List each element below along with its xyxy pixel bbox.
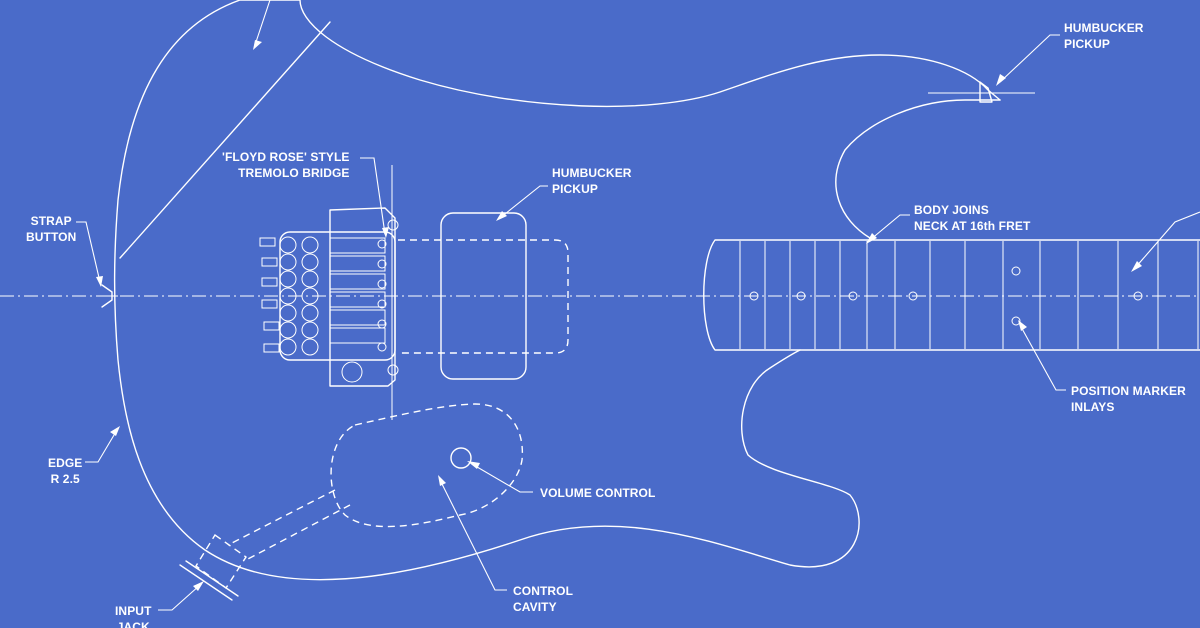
- body-contour-line: [119, 21, 331, 259]
- humbucker-pickup-mid: [440, 212, 527, 380]
- label-position-marker: POSITION MARKER INLAYS: [1071, 384, 1186, 414]
- label-input-jack: INPUT JACK: [115, 604, 152, 628]
- label-strap-button: STRAP BUTTON: [26, 214, 77, 244]
- guitar-body-outline: [113, 0, 1001, 581]
- label-floyd-rose: 'FLOYD ROSE' STYLE TREMOLO BRIDGE: [222, 150, 350, 180]
- label-edge: EDGE R 2.5: [48, 456, 83, 486]
- strap-button: [98, 284, 118, 308]
- label-body-joins-neck: BODY JOINS NECK AT 16th FRET: [914, 203, 1031, 233]
- tremolo-bridge: [259, 165, 399, 420]
- fret-lines: [739, 241, 1199, 349]
- neck-heel-outline: [835, 99, 1001, 239]
- label-volume-control: VOLUME CONTROL: [540, 486, 656, 500]
- neck-outline: [703, 239, 1200, 351]
- humbucker-top-marker: [928, 81, 1035, 103]
- volume-control-knob: [450, 447, 472, 469]
- control-cavity: [330, 403, 524, 528]
- pickup-route: [398, 239, 569, 354]
- leader-lines: [76, 0, 1200, 611]
- label-humbucker-mid: HUMBUCKER PICKUP: [552, 166, 632, 196]
- label-humbucker-top: HUMBUCKER PICKUP: [1064, 21, 1144, 51]
- jack-channel-bottom: [245, 504, 351, 561]
- input-jack: [179, 533, 247, 601]
- jack-channel-top: [227, 489, 336, 546]
- position-marker-inlays: [749, 266, 1143, 326]
- label-control-cavity: CONTROL CAVITY: [513, 584, 574, 614]
